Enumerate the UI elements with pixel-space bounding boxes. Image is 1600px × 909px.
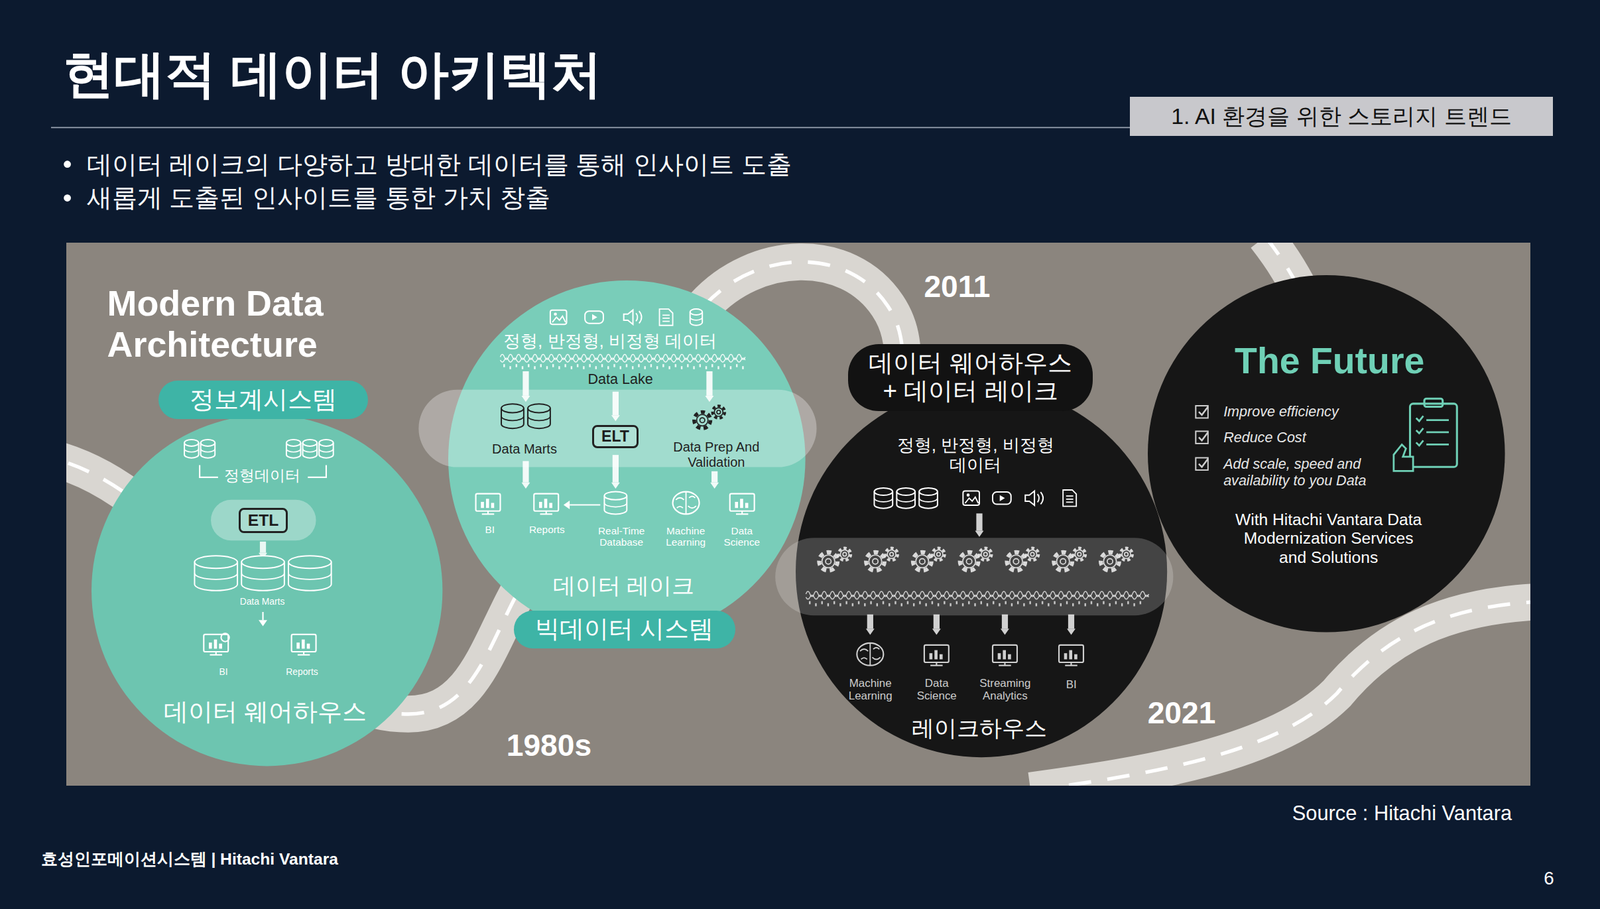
node-text: 정형, 반정형, 비정형 데이터: [503, 330, 717, 351]
pill-heading: 빅데이터 시스템: [513, 610, 736, 650]
engine-label: ETL: [247, 511, 279, 530]
slide-title: 현대적 데이터 아키텍처: [62, 44, 603, 103]
engine-box: ELT: [592, 425, 638, 449]
text-label: 2011: [923, 269, 990, 305]
text-label: 정형데이터: [224, 466, 301, 485]
text-label: 데이터 레이크의 다양하고 방대한 데이터를 통해 인사이트 도출: [86, 149, 792, 180]
text-label: Reports: [285, 667, 318, 678]
text-label: Streaming Analytics: [975, 676, 1035, 703]
text-label: Reports: [529, 523, 565, 536]
text-label: BI: [1066, 678, 1077, 691]
node-text: 데이터 웨어하우스: [163, 698, 367, 727]
text-label: Data Lake: [588, 371, 654, 388]
stage-circle: The FutureWith Hitachi Vantara Data Mode…: [1147, 275, 1506, 633]
text-label: Reduce Cost: [1223, 429, 1306, 447]
text-label: 새롭게 도출된 인사이트를 통한 가치 창출: [86, 183, 551, 213]
text-label: Data Science: [913, 676, 960, 703]
engine-label: ELT: [601, 427, 630, 446]
text-label: Real-Time Database: [594, 525, 648, 549]
pill-heading: 정보계시스템: [158, 380, 368, 420]
text-label: Data Science: [720, 525, 764, 549]
engine-box: ETL: [238, 507, 288, 533]
circle-illustration: [1147, 275, 1506, 633]
text-label: Source : Hitachi Vantara: [1292, 801, 1512, 825]
text-label: 2021: [1147, 695, 1217, 731]
text-label: BI: [218, 667, 228, 678]
text-label: Improve efficiency: [1223, 403, 1339, 421]
text-label: Add scale, speed and availability to you…: [1223, 456, 1400, 490]
node-text: 데이터 레이크: [553, 572, 695, 599]
text-label: 1980s: [506, 728, 592, 764]
text-label: 6: [1543, 867, 1554, 890]
text-label: Data Marts: [240, 596, 286, 608]
text-label: BI: [484, 523, 495, 536]
text-label: Data Marts: [492, 441, 557, 457]
pill-heading: 데이터 웨어하우스 + 데이터 레이크: [848, 344, 1093, 411]
node-text: With Hitachi Vantara Data Modernization …: [1229, 510, 1429, 567]
node-text: 레이크하우스: [911, 715, 1047, 742]
node-text: 정형, 반정형, 비정형 데이터: [888, 434, 1063, 475]
section-tag: 1. AI 환경을 위한 스토리지 트렌드: [1129, 96, 1554, 136]
tag-text: 1. AI 환경을 위한 스토리지 트렌드: [1170, 96, 1512, 136]
text-label: Machine Learning: [842, 676, 899, 703]
text-label: Machine Learning: [659, 525, 713, 549]
illustration-panel: Modern Data Architecture 정보계시스템데이터 웨어하우스 E…: [66, 242, 1531, 786]
text-label: Data Prep And Validation: [669, 439, 764, 471]
text-label: 효성인포메이션시스템 | Hitachi Vantara: [41, 850, 339, 869]
node-text: Modern Data Architecture: [107, 283, 455, 366]
node-text: The Future: [1234, 340, 1425, 383]
stage-circle: 정형, 반정형, 비정형 데이터데이터 레이크빅데이터 시스템ELT: [448, 280, 806, 638]
